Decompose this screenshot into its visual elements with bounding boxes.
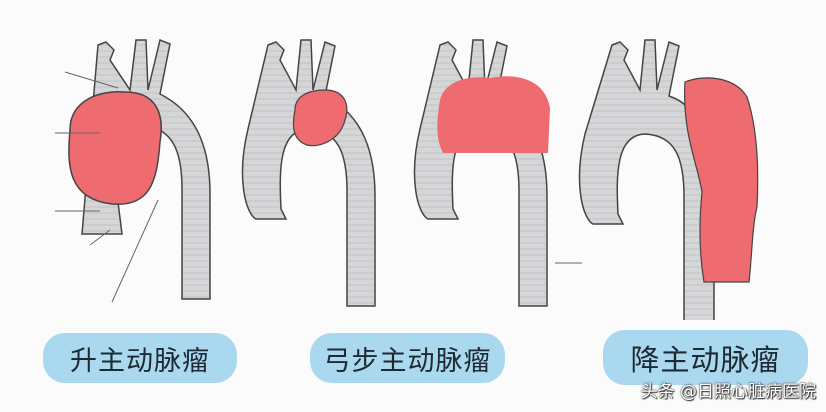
ascending-aorta-diagram	[55, 38, 211, 303]
label-text: 弓步主动脉瘤	[323, 345, 492, 377]
label-ascending: 升主动脉瘤	[43, 333, 237, 383]
watermark: 头条 @日照心脏病医院	[640, 382, 816, 402]
descending-aorta-diagram	[578, 39, 759, 320]
arch-large-diagram	[413, 39, 582, 307]
aortic-arch-diagram	[241, 39, 376, 307]
label-text: 降主动脉瘤	[630, 342, 781, 377]
aneurysm-descending	[684, 77, 759, 283]
aorta-figure-1	[55, 38, 759, 320]
aneurysm-arch	[292, 89, 348, 147]
label-descending: 降主动脉瘤	[603, 330, 808, 385]
aneurysm-ascending	[68, 91, 162, 205]
label-arch: 弓步主动脉瘤	[310, 333, 505, 383]
aneurysm-arch-large	[437, 76, 550, 153]
label-text: 升主动脉瘤	[70, 345, 210, 377]
